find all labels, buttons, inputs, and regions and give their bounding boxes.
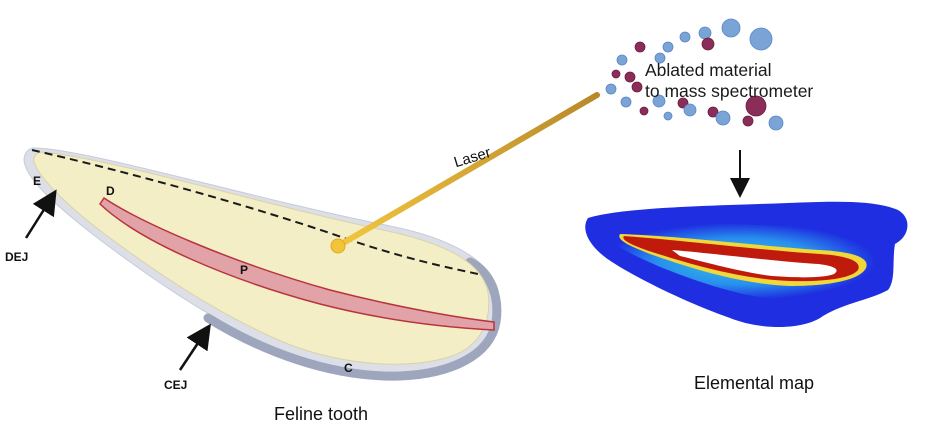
- pulp-canal: [99, 196, 495, 331]
- particle-purple: [611, 69, 621, 79]
- particle-blue: [662, 41, 674, 53]
- particle-purple: [707, 106, 719, 118]
- particle-blue: [715, 110, 731, 126]
- particle-blue: [616, 54, 628, 66]
- particle-blue: [663, 111, 673, 121]
- particle-blue: [698, 26, 712, 40]
- particle-purple: [634, 41, 646, 53]
- dentin-layer: [33, 151, 490, 365]
- dej-dashed-line: [31, 149, 479, 275]
- particle-blue: [721, 18, 741, 38]
- particle-purple: [745, 95, 767, 117]
- cementum-label: C: [344, 361, 353, 375]
- ablated-line-1: Ablated material: [645, 60, 772, 80]
- particle-purple: [639, 106, 649, 116]
- dentin-label: D: [106, 184, 115, 198]
- dej-arrow-icon: [24, 189, 57, 239]
- laser-spot: [330, 238, 346, 254]
- laser-beam: [335, 92, 600, 249]
- map-white-core: [672, 250, 837, 278]
- ablated-particles: [605, 18, 784, 131]
- particle-blue: [652, 94, 666, 108]
- particle-blue: [683, 103, 697, 117]
- particle-blue: [679, 31, 691, 43]
- cej-arrow-icon: [178, 323, 211, 371]
- elemental-map-caption: Elemental map: [694, 373, 815, 393]
- dej-label: DEJ: [5, 250, 29, 264]
- particle-blue: [768, 115, 784, 131]
- particle-blue: [605, 83, 617, 95]
- particle-blue: [654, 52, 666, 64]
- pulp-label: P: [240, 263, 249, 277]
- feline-tooth-caption: Feline tooth: [274, 404, 369, 424]
- ablated-line-2: to mass spectrometer: [645, 81, 814, 101]
- feline-tooth: [23, 147, 502, 381]
- elemental-map: [585, 201, 908, 327]
- cej-label: CEJ: [164, 378, 188, 392]
- particle-purple: [631, 81, 643, 93]
- enamel-label: E: [33, 174, 42, 188]
- particle-purple: [742, 115, 754, 127]
- particle-blue: [749, 27, 773, 51]
- particle-purple: [701, 37, 715, 51]
- particle-blue: [620, 96, 632, 108]
- particle-purple: [624, 71, 636, 83]
- cementum-layer: [203, 257, 502, 381]
